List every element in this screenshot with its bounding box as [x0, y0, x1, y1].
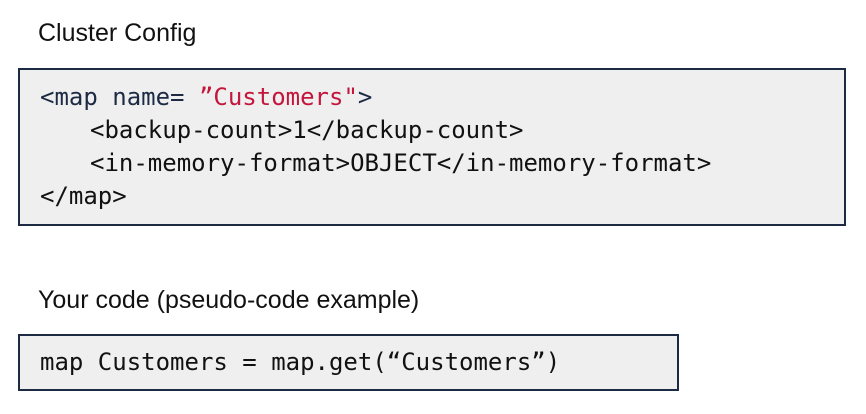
code-line-map-close: </map>	[40, 182, 127, 210]
code-line-map-open: <map name= ”Customers">	[40, 81, 372, 114]
your-code-heading: Your code (pseudo-code example)	[38, 286, 420, 314]
your-code-block: map Customers = map.get(“Customers”)	[18, 334, 679, 391]
map-name-attribute: name=	[112, 83, 199, 111]
code-line-backup-count: <backup-count>1</backup-count>	[90, 116, 524, 144]
cluster-config-heading: Cluster Config	[38, 19, 197, 47]
map-name-value: ”Customers"	[198, 83, 358, 111]
code-line-map-get: map Customers = map.get(“Customers”)	[40, 348, 561, 376]
code-line-in-memory-format: <in-memory-format>OBJECT</in-memory-form…	[90, 149, 712, 177]
map-open-tag-close: >	[357, 83, 373, 111]
cluster-config-code-block: <map name= ”Customers"> <backup-count>1<…	[18, 68, 846, 226]
map-open-tag: <map	[40, 83, 113, 111]
